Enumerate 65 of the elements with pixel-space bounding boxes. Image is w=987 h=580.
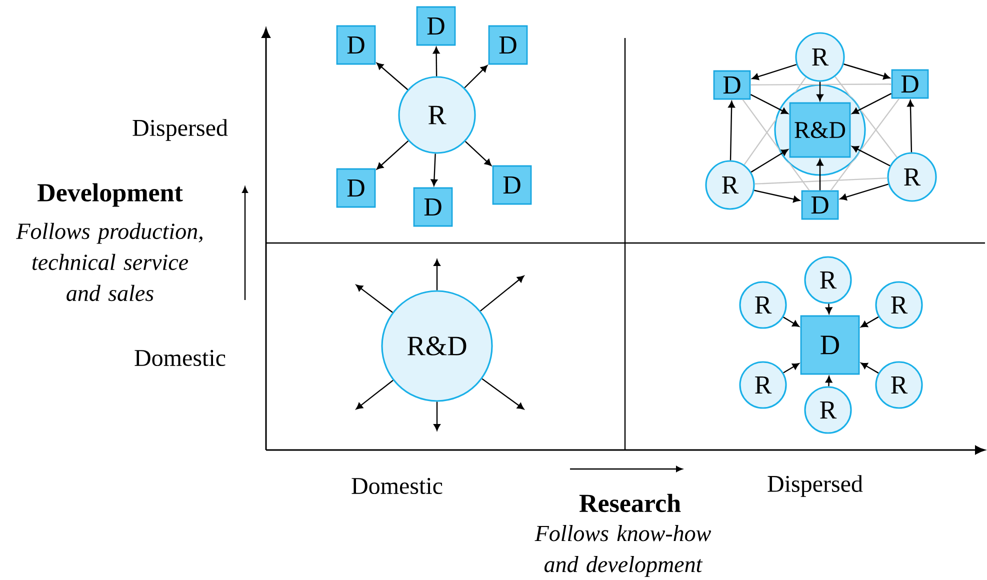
- square-node: D: [800, 315, 860, 375]
- axis-label: Development: [38, 183, 183, 207]
- arrow: [432, 47, 440, 76]
- circle-node: R: [875, 361, 923, 409]
- connector-line: [830, 98, 900, 191]
- axis-label: Follows production, technical service and sales: [16, 222, 202, 302]
- circle-node: R: [795, 32, 845, 82]
- arrow: [356, 284, 393, 313]
- arrow: [816, 82, 824, 101]
- connector-line: [742, 99, 810, 191]
- arrow: [852, 93, 892, 114]
- arrow: [434, 259, 440, 290]
- square-node: R&D: [789, 102, 851, 158]
- arrow: [464, 65, 488, 88]
- arrow: [480, 276, 524, 312]
- axis-label: Research: [579, 494, 681, 512]
- square-node: D: [801, 190, 839, 220]
- circle-node: R&D: [381, 290, 493, 402]
- arrow: [376, 62, 408, 90]
- arrow: [356, 380, 394, 410]
- arrow: [482, 378, 524, 410]
- square-node: D: [416, 6, 456, 46]
- axis-label: Follows know-how and development: [534, 525, 712, 577]
- arrow: [826, 304, 832, 314]
- arrow: [783, 363, 800, 374]
- square-node: D: [713, 70, 751, 100]
- arrow: [852, 146, 890, 166]
- square-node: D: [492, 165, 532, 205]
- arrow: [464, 141, 492, 166]
- arrow: [860, 362, 879, 374]
- circle-node: R: [705, 160, 755, 210]
- circle-node: R: [398, 76, 476, 154]
- connector-line: [750, 84, 892, 86]
- axis-label: Dispersed: [132, 119, 228, 141]
- connector-line: [754, 177, 888, 184]
- arrow: [826, 376, 832, 386]
- circle-node: R: [887, 152, 937, 202]
- axis-label: Domestic: [352, 478, 442, 494]
- circle-node: R: [739, 281, 787, 329]
- axis-label: Domestic: [134, 350, 226, 366]
- arrow: [376, 140, 409, 170]
- square-node: D: [336, 25, 376, 65]
- circle-node: R: [739, 361, 787, 409]
- arrow: [907, 100, 914, 152]
- arrow: [728, 101, 735, 160]
- circle-node: R: [804, 386, 852, 434]
- circle-node: R: [804, 256, 852, 304]
- arrow: [750, 149, 788, 173]
- arrow: [430, 154, 438, 186]
- arrow: [860, 316, 879, 328]
- square-node: D: [488, 25, 528, 65]
- connector-line: [834, 76, 898, 158]
- axis-label: Dispersed: [768, 475, 863, 497]
- arrow: [750, 94, 788, 114]
- arrow: [840, 184, 888, 200]
- arrow: [752, 64, 797, 80]
- circle-node: R: [875, 281, 923, 329]
- square-node: D: [891, 69, 929, 99]
- arrow: [844, 64, 890, 80]
- arrow: [754, 190, 800, 203]
- square-node: D: [413, 187, 453, 227]
- arrow: [816, 159, 824, 190]
- square-node: D: [336, 168, 376, 208]
- arrow: [783, 316, 800, 327]
- arrow: [434, 402, 440, 431]
